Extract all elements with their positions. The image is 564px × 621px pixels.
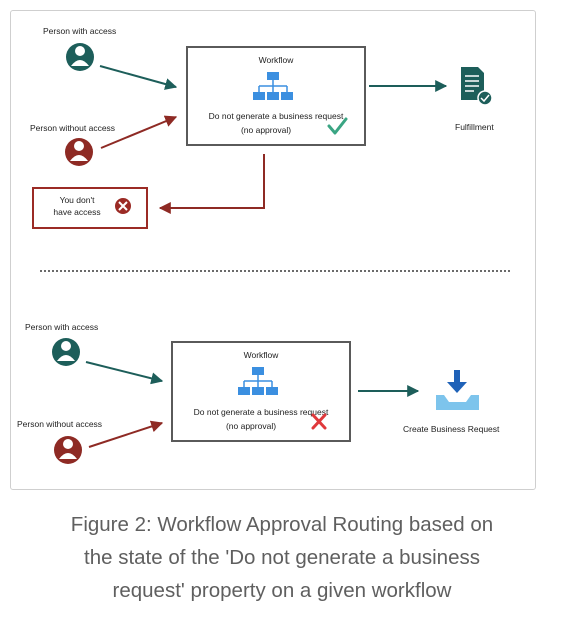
caption-line-1: Figure 2: Workflow Approval Routing base… — [70, 513, 494, 536]
checkmark-icon — [327, 117, 348, 135]
top-workflow-property: Do not generate a business request — [208, 111, 344, 121]
top-access-arrow — [99, 65, 178, 90]
figure-caption: Figure 2: Workflow Approval Routing base… — [0, 508, 564, 607]
user-red-icon — [65, 138, 93, 166]
bottom-person-with-access-label: Person with access — [25, 322, 99, 332]
bottom-person-without-access-label: Person without access — [17, 419, 103, 429]
caption-line-2: the state of the 'Do not generate a busi… — [84, 546, 480, 569]
access-denied-line1: You don't — [59, 195, 95, 205]
document-check-icon — [461, 67, 493, 106]
bottom-workflow-title: Workflow — [243, 350, 279, 360]
top-noaccess-arrow — [100, 115, 178, 149]
bottom-noaccess-arrow — [88, 420, 164, 448]
x-mark-icon — [311, 413, 327, 430]
top-outcome-label: Fulfillment — [455, 122, 494, 132]
workflow-hierarchy-icon — [253, 72, 293, 100]
inbox-download-icon — [436, 370, 479, 410]
access-denied-line2: have access — [53, 207, 101, 217]
section-divider — [40, 270, 510, 272]
bottom-workflow-property: Do not generate a business request — [193, 407, 329, 417]
workflow-hierarchy-icon — [238, 367, 278, 395]
caption-line-3: request' property on a given workflow — [112, 579, 452, 602]
user-teal-icon — [66, 43, 94, 71]
bottom-workflow-no-approval: (no approval) — [225, 421, 277, 431]
top-person-without-access-label: Person without access — [30, 123, 116, 133]
access-denied-text: You don't have access — [42, 194, 112, 218]
top-denied-arrow — [158, 154, 265, 214]
top-person-with-access-label: Person with access — [43, 26, 117, 36]
user-red-icon — [54, 436, 82, 464]
top-workflow-title: Workflow — [258, 55, 294, 65]
bottom-outcome-label: Create Business Request — [403, 424, 500, 434]
user-teal-icon — [52, 338, 80, 366]
bottom-access-arrow — [85, 361, 164, 385]
top-workflow-no-approval: (no approval) — [240, 125, 292, 135]
close-circle-icon — [115, 198, 131, 214]
